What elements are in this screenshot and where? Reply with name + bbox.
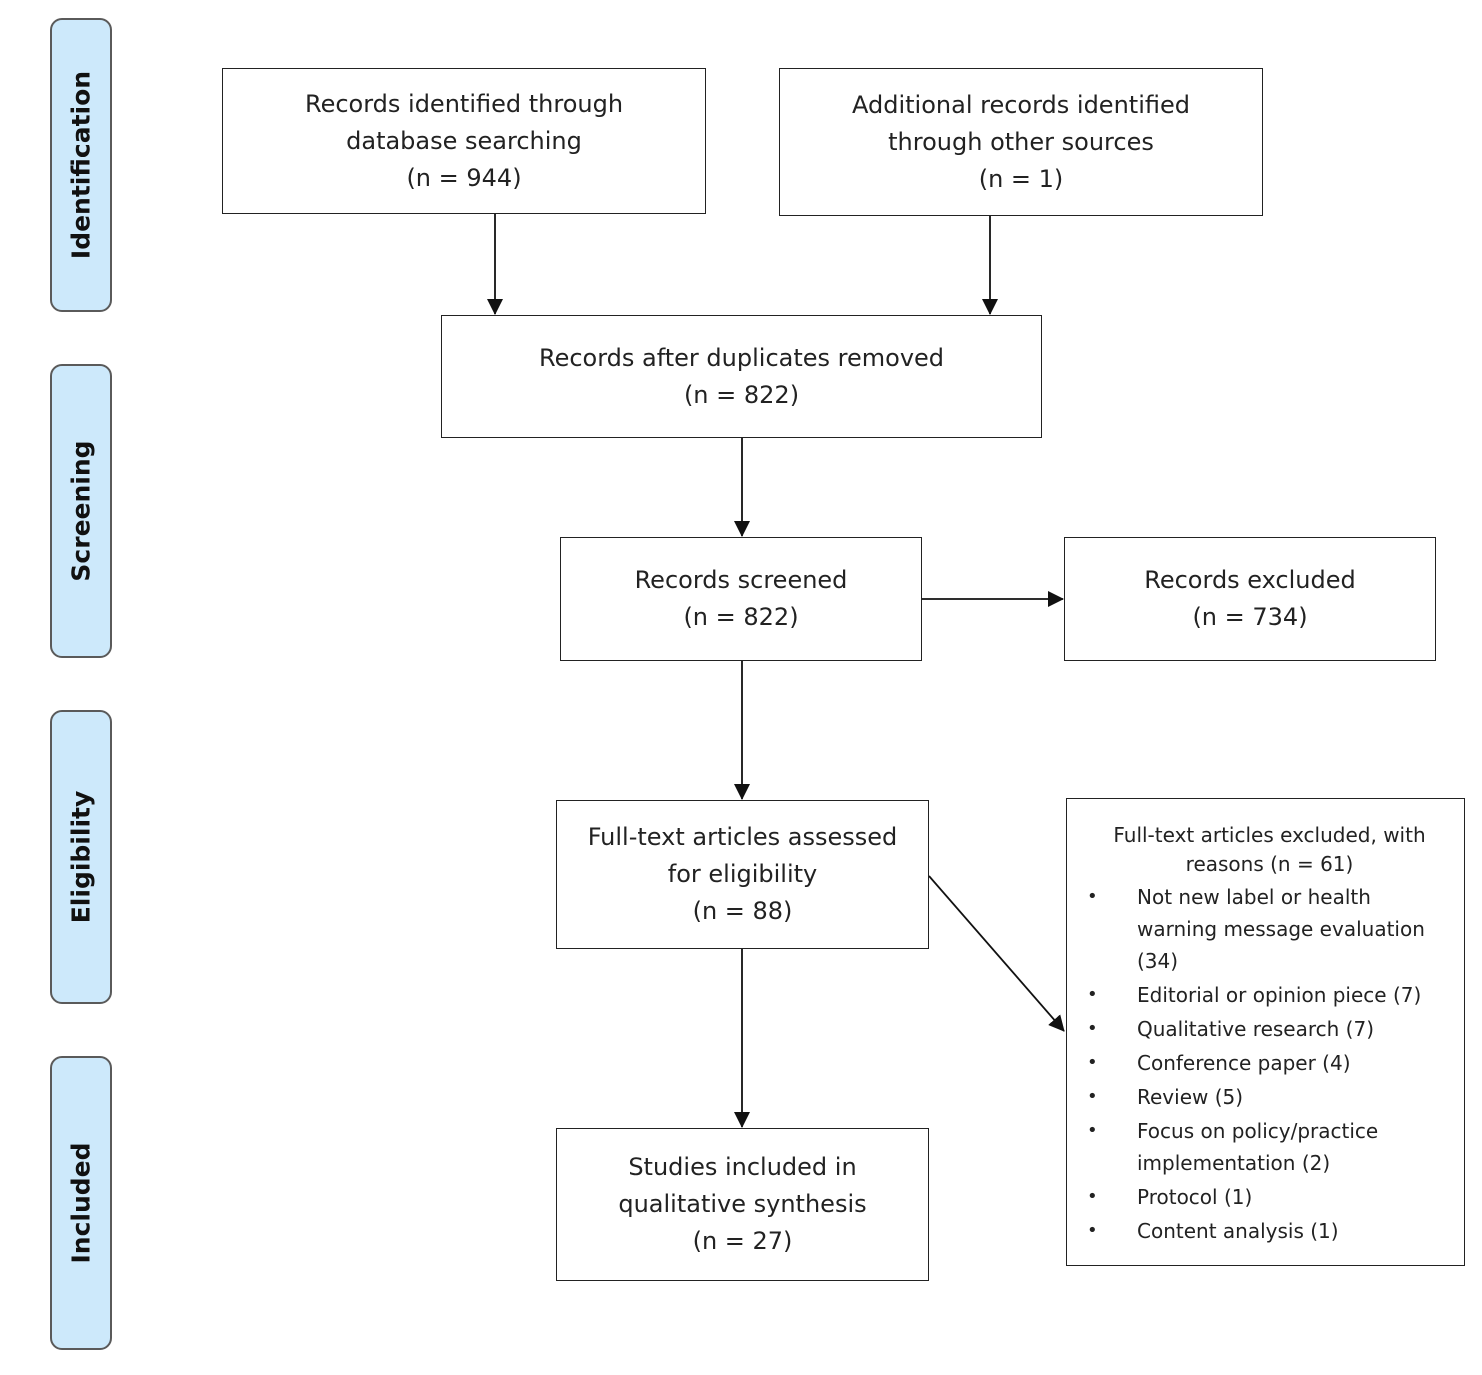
- exclusion-reason: • Not new label or health warning messag…: [1085, 881, 1450, 977]
- box-after-duplicates-count: (n = 822): [683, 380, 800, 409]
- stage-eligibility: Eligibility: [50, 710, 112, 1004]
- exclusion-reasons-list: • Not new label or health warning messag…: [1085, 881, 1450, 1247]
- box-other-sources-count: (n = 1): [978, 164, 1064, 193]
- bullet-icon: •: [1087, 1052, 1098, 1073]
- bullet-icon: •: [1087, 886, 1098, 907]
- box-full-text-assessed-count: (n = 88): [692, 897, 793, 925]
- box-after-duplicates-line1: Records after duplicates removed: [538, 343, 945, 372]
- exclusion-reason: • Focus on policy/practice implementatio…: [1085, 1115, 1450, 1179]
- box-full-text-assessed-line1: Full-text articles assessed: [587, 823, 898, 851]
- box-studies-included-line1: Studies included in: [628, 1153, 857, 1181]
- exclusion-reason: • Content analysis (1): [1085, 1215, 1450, 1247]
- bullet-icon: •: [1087, 1018, 1098, 1039]
- exclusion-reason: • Conference paper (4): [1085, 1047, 1450, 1079]
- exclusion-reason: • Review (5): [1085, 1081, 1450, 1113]
- box-studies-included-count: (n = 27): [692, 1227, 793, 1255]
- stage-identification: Identification: [50, 18, 112, 312]
- box-records-screened-line1: Records screened: [634, 566, 848, 594]
- exclusion-reason-line1: Qualitative research (7): [1137, 1017, 1374, 1041]
- box-after-duplicates: Records after duplicates removed (n = 82…: [441, 315, 1042, 438]
- exclusion-reason-line1: Editorial or opinion piece (7): [1137, 983, 1422, 1007]
- exclusion-reason-line1: Not new label or health: [1137, 885, 1371, 909]
- box-database-search-line1: Records identified through: [304, 89, 624, 118]
- box-records-screened: Records screened (n = 822): [560, 537, 922, 661]
- stage-screening: Screening: [50, 364, 112, 658]
- box-studies-included-line2: qualitative synthesis: [618, 1190, 867, 1218]
- box-studies-included: Studies included in qualitative synthesi…: [556, 1128, 929, 1281]
- exclusion-reason: • Qualitative research (7): [1085, 1013, 1450, 1045]
- box-database-search: Records identified through database sear…: [222, 68, 706, 214]
- exclusions-heading-line2: reasons (n = 61): [1185, 852, 1354, 876]
- box-records-excluded-line1: Records excluded: [1144, 566, 1356, 594]
- exclusion-reason-line1: Conference paper (4): [1137, 1051, 1351, 1075]
- box-records-excluded-count: (n = 734): [1192, 603, 1308, 631]
- exclusion-reason-line3: (34): [1137, 949, 1179, 973]
- exclusion-reason-line1: Review (5): [1137, 1085, 1244, 1109]
- exclusion-reason-line1: Focus on policy/practice: [1137, 1119, 1379, 1143]
- bullet-icon: •: [1087, 1120, 1098, 1141]
- stage-included: Included: [50, 1056, 112, 1350]
- box-other-sources: Additional records identified through ot…: [779, 68, 1263, 216]
- bullet-icon: •: [1087, 1186, 1098, 1207]
- exclusion-reason-line1: Protocol (1): [1137, 1185, 1253, 1209]
- exclusions-heading: Full-text articles excluded, with reason…: [1089, 821, 1450, 879]
- exclusions-heading-line1: Full-text articles excluded, with: [1113, 823, 1426, 847]
- box-full-text-assessed-line2: for eligibility: [667, 860, 818, 888]
- box-other-sources-line1: Additional records identified: [852, 90, 1190, 119]
- exclusion-reason: • Protocol (1): [1085, 1181, 1450, 1213]
- bullet-icon: •: [1087, 1220, 1098, 1241]
- box-full-text-assessed: Full-text articles assessed for eligibil…: [556, 800, 929, 949]
- exclusion-reason-line2: warning message evaluation: [1137, 917, 1425, 941]
- box-database-search-line2: database searching: [346, 126, 582, 155]
- exclusion-reason: • Editorial or opinion piece (7): [1085, 979, 1450, 1011]
- box-records-screened-count: (n = 822): [683, 603, 799, 631]
- exclusion-reason-line1: Content analysis (1): [1137, 1219, 1339, 1243]
- bullet-icon: •: [1087, 1086, 1098, 1107]
- bullet-icon: •: [1087, 984, 1098, 1005]
- box-database-search-count: (n = 944): [406, 163, 522, 192]
- box-other-sources-line2: through other sources: [888, 127, 1154, 156]
- exclusion-reason-line2: implementation (2): [1137, 1151, 1331, 1175]
- box-records-excluded: Records excluded (n = 734): [1064, 537, 1436, 661]
- box-full-text-exclusions: Full-text articles excluded, with reason…: [1066, 798, 1465, 1266]
- arrow-fulltext-to-exclusions: [928, 875, 1065, 1032]
